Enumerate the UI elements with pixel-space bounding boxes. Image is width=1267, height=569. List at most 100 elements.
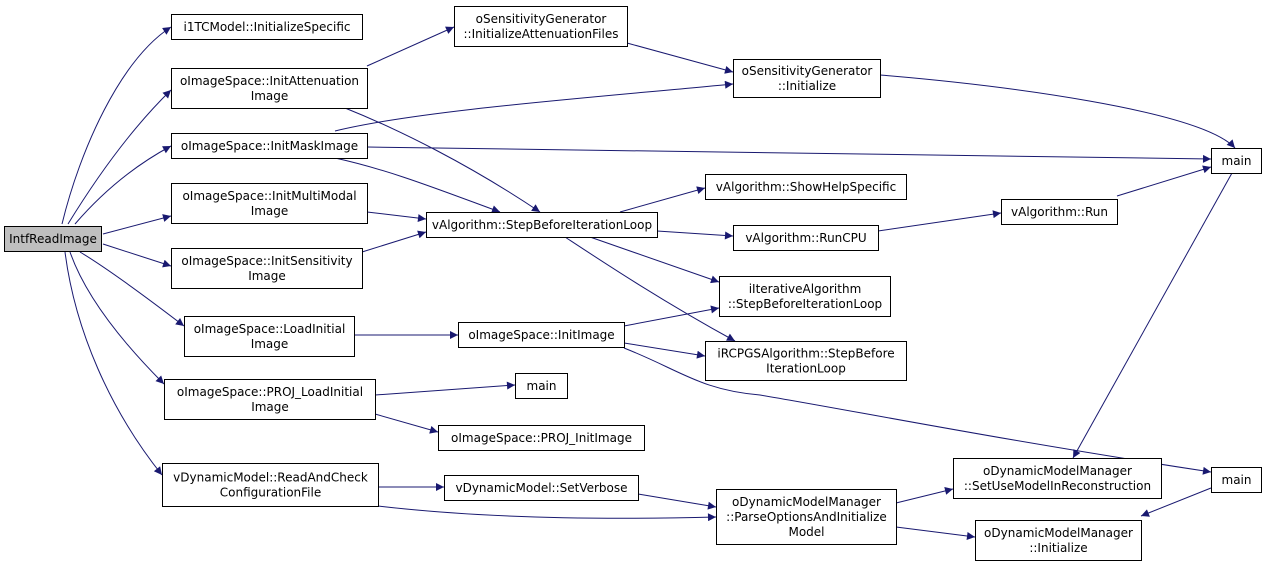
edge-initmulti-root <box>102 214 172 235</box>
edge-parseopts-readcheck <box>377 505 717 522</box>
node-box <box>733 59 881 98</box>
node-stepbefore[interactable]: vAlgorithm::StepBeforeIterationLoop <box>426 212 658 238</box>
node-label: vAlgorithm::Run <box>1011 205 1108 219</box>
node-label: vDynamicModel::ReadAndCheck <box>173 471 368 485</box>
node-i1tc[interactable]: i1TCModel::InitializeSpecific <box>171 14 363 40</box>
node-box <box>733 225 879 251</box>
node-box <box>1001 199 1118 225</box>
node-box <box>4 226 102 252</box>
node-box <box>184 316 355 357</box>
node-label: oDynamicModelManager <box>983 464 1132 478</box>
node-label: ::Initialize <box>778 79 836 93</box>
node-box <box>454 6 628 47</box>
node-label: Image <box>251 204 289 218</box>
node-initimage[interactable]: oImageSpace::InitImage <box>458 322 625 348</box>
edge-setuse-parseopts <box>895 487 954 504</box>
node-label: ::ParseOptionsAndInitialize <box>726 510 887 524</box>
node-label: oImageSpace::LoadInitial <box>194 322 346 336</box>
node-readcheck[interactable]: vDynamicModel::ReadAndCheckConfiguration… <box>162 463 379 507</box>
edge-step-initsens <box>361 230 427 253</box>
node-main-mid[interactable]: main <box>515 373 568 399</box>
node-box <box>458 322 625 348</box>
node-label: Model <box>788 525 824 539</box>
node-parseopts[interactable]: oDynamicModelManager::ParseOptionsAndIni… <box>716 489 897 545</box>
node-label: oSensitivityGenerator <box>742 64 873 78</box>
node-box <box>716 489 897 545</box>
node-box <box>171 248 363 289</box>
node-label: Image <box>251 337 289 351</box>
node-box <box>705 174 907 200</box>
edge-initmask-root <box>74 145 172 225</box>
node-label: oImageSpace::PROJ_InitImage <box>451 431 632 445</box>
node-label: Image <box>251 89 289 103</box>
edge-rcpgs-initimage <box>623 342 706 359</box>
node-label: vAlgorithm::RunCPU <box>745 231 866 245</box>
edge-iter-step <box>589 236 720 284</box>
node-main-top[interactable]: main <box>1211 148 1262 174</box>
edge-projload-root <box>69 251 165 385</box>
edge-dmminit-parseopts <box>895 526 976 540</box>
node-rcpgs[interactable]: iRCPGSAlgorithm::StepBeforeIterationLoop <box>705 341 907 381</box>
edge-initsens-root <box>102 243 172 268</box>
edge-step-initmulti <box>366 211 427 223</box>
node-label: oDynamicModelManager <box>732 495 881 509</box>
node-iterstep[interactable]: iIterativeAlgorithm::StepBeforeIteration… <box>719 276 891 317</box>
node-box <box>171 68 368 109</box>
node-label: ::SetUseModelInReconstruction <box>964 479 1151 493</box>
node-label: oSensitivityGenerator <box>476 12 607 26</box>
node-label: main <box>1222 473 1252 487</box>
node-box <box>705 341 907 381</box>
node-box <box>719 276 891 317</box>
node-label: oDynamicModelManager <box>984 526 1133 540</box>
node-dmminit[interactable]: oDynamicModelManager::Initialize <box>975 520 1142 561</box>
edge-maintop-initmask <box>366 146 1212 163</box>
edge-readcheck-root <box>64 251 163 476</box>
node-label: oImageSpace::InitMaskImage <box>181 139 358 153</box>
edge-sensinit-attfiles <box>626 42 734 74</box>
node-box <box>438 425 645 451</box>
node-label: iIterativeAlgorithm <box>749 282 862 296</box>
node-box <box>171 133 368 159</box>
node-initmask[interactable]: oImageSpace::InitMaskImage <box>171 133 368 159</box>
node-setuse[interactable]: oDynamicModelManager::SetUseModelInRecon… <box>953 458 1162 499</box>
node-run[interactable]: vAlgorithm::Run <box>1001 199 1118 225</box>
node-label: main <box>527 379 557 393</box>
node-sensattfiles[interactable]: oSensitivityGenerator::InitializeAttenua… <box>454 6 628 47</box>
node-label: main <box>1222 154 1252 168</box>
node-root[interactable]: IntfReadImage <box>4 226 102 252</box>
node-box <box>426 212 658 238</box>
edge-showhelp-step <box>619 186 706 213</box>
edge-mainbot-initimage <box>623 347 1212 475</box>
node-box <box>162 463 379 507</box>
edge-i1tc-root <box>61 26 172 225</box>
node-label: IterationLoop <box>766 362 846 376</box>
node-setverbose[interactable]: vDynamicModel::SetVerbose <box>444 475 639 501</box>
node-box <box>975 520 1142 561</box>
node-label: ConfigurationFile <box>220 486 321 500</box>
node-showhelp[interactable]: vAlgorithm::ShowHelpSpecific <box>705 174 907 200</box>
edge-parseopts-setverbose <box>637 493 717 510</box>
node-box <box>515 373 568 399</box>
node-box <box>171 183 368 224</box>
edge-setuse-maintop <box>1072 172 1233 459</box>
node-label: IntfReadImage <box>9 232 97 246</box>
node-label: oImageSpace::InitMultiModal <box>182 189 356 203</box>
edge-sensinit-initmask <box>334 80 734 132</box>
node-label: Image <box>248 269 286 283</box>
node-label: oImageSpace::InitImage <box>468 328 614 342</box>
node-projinitimage[interactable]: oImageSpace::PROJ_InitImage <box>438 425 645 451</box>
node-main-bot[interactable]: main <box>1211 467 1262 493</box>
node-sensinit[interactable]: oSensitivityGenerator::Initialize <box>733 59 881 98</box>
edge-maintop-run <box>1116 165 1212 197</box>
edge-maintop-sensinit <box>879 74 1236 149</box>
node-label: i1TCModel::InitializeSpecific <box>183 20 350 34</box>
edge-attfiles-initatt <box>366 26 455 67</box>
node-runcpu[interactable]: vAlgorithm::RunCPU <box>733 225 879 251</box>
node-label: oImageSpace::PROJ_LoadInitial <box>177 385 363 399</box>
